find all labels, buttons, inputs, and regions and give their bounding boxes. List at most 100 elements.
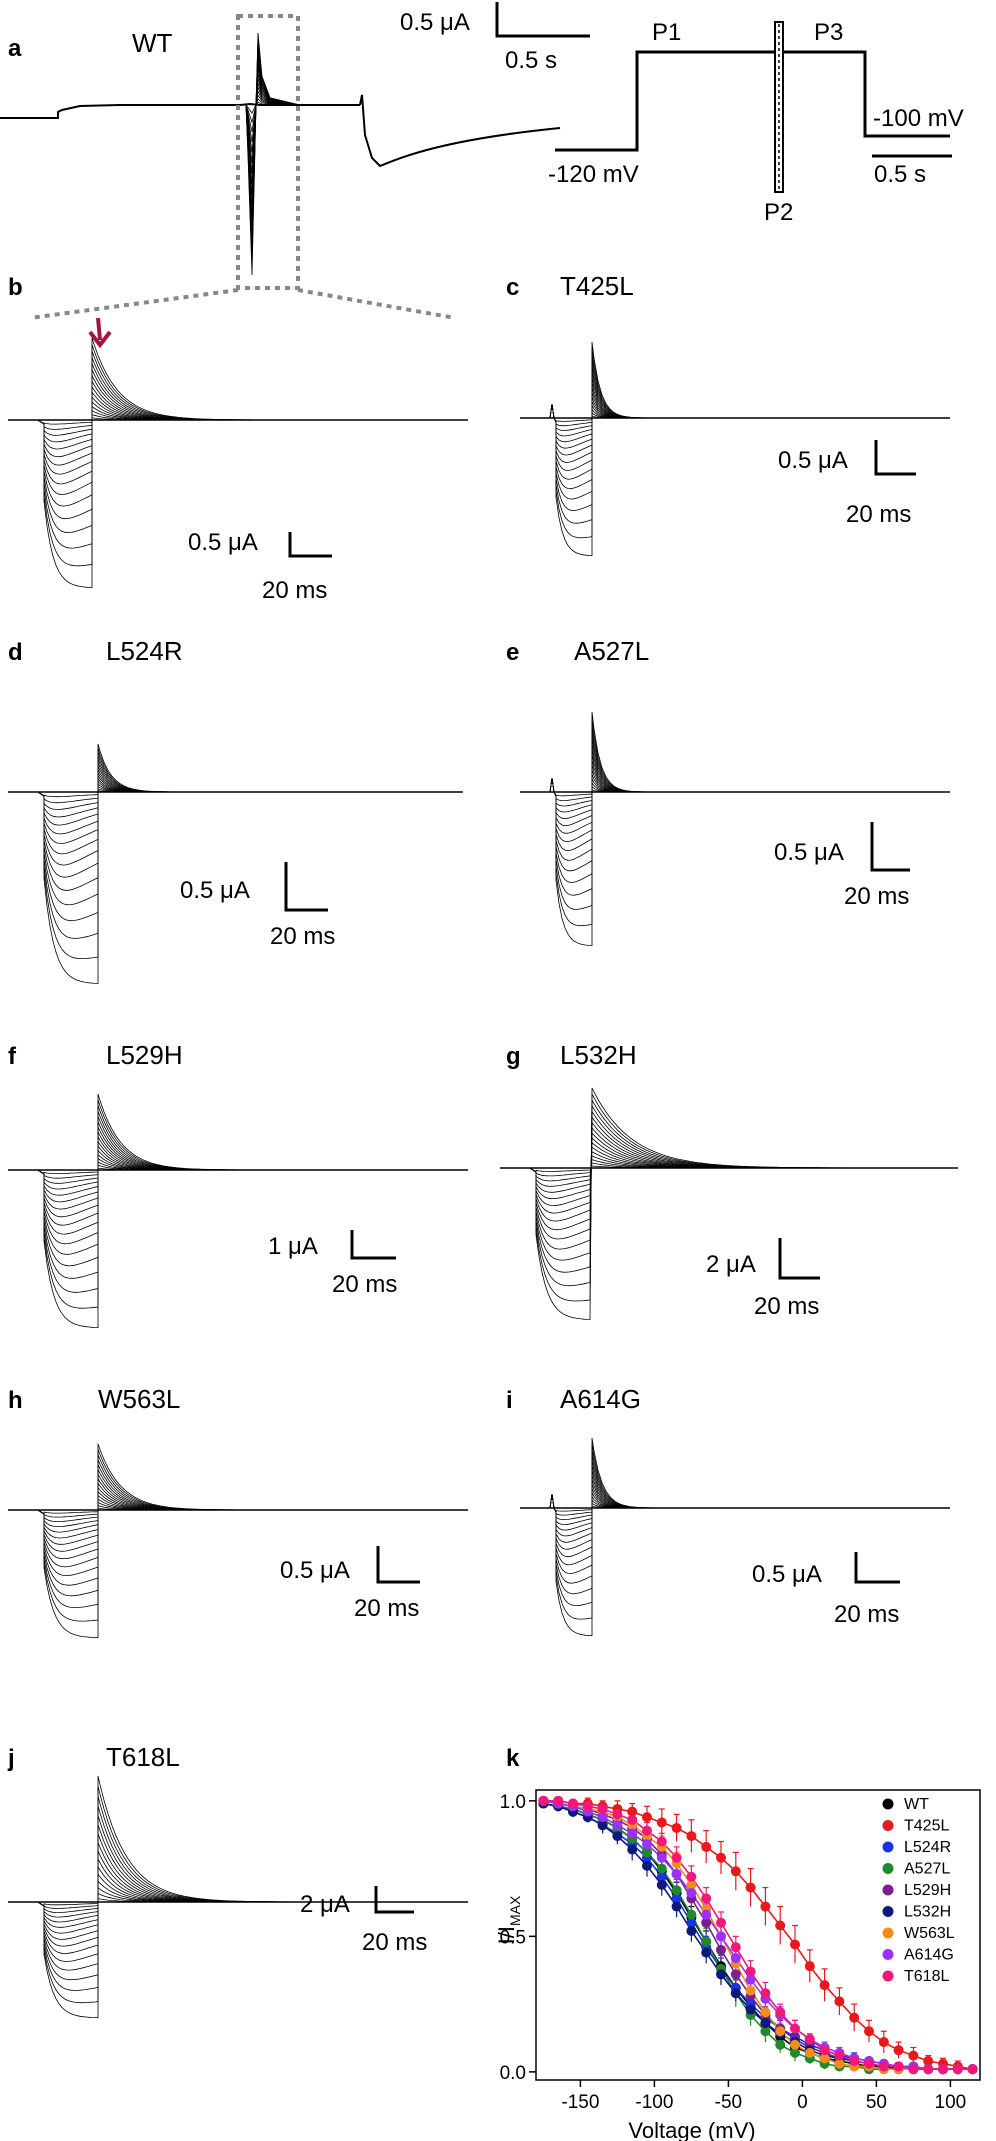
- panel-h-traces: [8, 1443, 468, 1639]
- current-trace: [520, 1474, 950, 1558]
- panel-c: c T425L 0.5 μA 20 ms: [506, 271, 950, 557]
- legend-marker: [882, 1841, 894, 1853]
- data-point-a527l: [642, 1847, 652, 1858]
- current-trace: [500, 1146, 958, 1200]
- current-trace: [500, 1115, 958, 1250]
- current-trace: [8, 390, 466, 466]
- data-point-t618l: [952, 2064, 963, 2075]
- panel-d-scale-bar: [284, 862, 328, 912]
- data-point-t618l: [597, 1803, 608, 1814]
- current-trace: [8, 1775, 468, 2019]
- current-trace: [8, 762, 460, 891]
- data-point-a614g: [656, 1852, 667, 1863]
- current-trace: [8, 774, 460, 844]
- data-point-t425l: [775, 1920, 786, 1931]
- data-point-a527l: [656, 1863, 667, 1874]
- current-trace: [8, 1501, 468, 1522]
- panel-d-current-scale: 0.5 μA: [180, 877, 250, 904]
- data-point-t425l: [716, 1852, 726, 1863]
- data-point-t425l: [627, 1806, 638, 1817]
- panel-i-construct: A614G: [560, 1384, 641, 1414]
- panel-b: b 0.5 μA 20 ms: [8, 274, 468, 604]
- current-trace: [8, 1126, 468, 1245]
- current-trace: [8, 1157, 468, 1190]
- current-trace: [8, 743, 460, 984]
- legend-label: T618L: [904, 1968, 949, 1985]
- data-point-w563l: [804, 2047, 815, 2058]
- current-trace: [8, 1886, 468, 1914]
- data-point-l532h: [597, 1820, 608, 1831]
- x-tick-label: -50: [715, 2092, 742, 2113]
- data-point-l532h: [745, 2004, 756, 2015]
- current-trace: [520, 777, 950, 797]
- current-trace: [520, 1479, 950, 1550]
- data-point-l529h: [730, 1969, 741, 1980]
- current-trace: [8, 417, 466, 425]
- panel-b-current-scale: 0.5 μA: [188, 529, 258, 556]
- panel-c-current-scale: 0.5 μA: [778, 447, 848, 474]
- panel-c-label: c: [506, 274, 519, 301]
- current-trace: [8, 1164, 468, 1179]
- data-point-w563l: [834, 2058, 845, 2069]
- panel-c-time-scale: 20 ms: [846, 501, 911, 528]
- panel-f-scale-bar: [350, 1230, 396, 1260]
- current-trace: [500, 1162, 958, 1177]
- data-point-l532h: [671, 1901, 682, 1912]
- panel-g: g L532H 2 μA 20 ms: [500, 1040, 958, 1320]
- data-point-t618l: [790, 2023, 800, 2034]
- panel-e-traces: [520, 711, 950, 947]
- data-point-t618l: [627, 1814, 638, 1825]
- data-point-t618l: [686, 1871, 697, 1882]
- panel-b-scale-bar: [288, 532, 332, 558]
- data-point-t618l: [775, 2007, 786, 2018]
- wt-zoom-trace: [245, 101, 301, 114]
- data-point-l529h: [701, 1917, 712, 1928]
- panel-a-current-scale: 0.5 μA: [400, 9, 470, 36]
- current-trace: [8, 1473, 468, 1568]
- panel-c-traces: [520, 341, 950, 557]
- current-trace: [8, 1116, 468, 1267]
- current-trace: [8, 363, 466, 520]
- panel-h-time-scale: 20 ms: [354, 1595, 419, 1622]
- current-trace: [8, 1795, 468, 1991]
- panel-j-scale-bar: [374, 1886, 414, 1914]
- voltage-protocol: [555, 50, 950, 152]
- legend-label: W563L: [904, 1925, 955, 1942]
- current-trace: [520, 1454, 950, 1595]
- current-trace: [520, 387, 950, 463]
- current-trace: [520, 724, 950, 910]
- plot-frame: [535, 1789, 981, 2081]
- p2-pulse: [774, 21, 784, 193]
- y-tick-label: 1.0: [500, 1792, 526, 1813]
- data-point-t425l: [671, 1822, 682, 1833]
- panel-j-traces: [8, 1775, 468, 2019]
- panel-a-label: a: [8, 35, 22, 62]
- panel-j-construct: T618L: [106, 1742, 180, 1772]
- current-trace: [8, 405, 466, 443]
- current-trace: [520, 1492, 950, 1531]
- panel-c-construct: T425L: [560, 271, 634, 301]
- current-trace: [8, 1153, 468, 1196]
- panel-h-scale-bar: [376, 1546, 420, 1584]
- wt-trace-tail: [359, 94, 561, 168]
- panel-i-time-scale: 20 ms: [834, 1601, 899, 1628]
- data-point-t618l: [908, 2064, 919, 2075]
- panel-f-time-scale: 20 ms: [332, 1271, 397, 1298]
- legend-label: T425L: [904, 1818, 949, 1835]
- data-point-t618l: [553, 1795, 564, 1806]
- data-point-t618l: [642, 1825, 652, 1836]
- data-point-a527l: [686, 1909, 697, 1920]
- panel-h-current-scale: 0.5 μA: [280, 1557, 350, 1584]
- zoom-box: [236, 14, 300, 290]
- current-trace: [520, 1488, 950, 1537]
- current-trace: [8, 1099, 468, 1309]
- data-point-t618l: [819, 2045, 830, 2056]
- data-point-l524r: [656, 1871, 667, 1882]
- data-point-t425l: [804, 1961, 815, 1972]
- panel-j: j T618L 2 μA 20 ms: [7, 1742, 468, 2019]
- panel-f-traces: [8, 1093, 468, 1329]
- data-point-t618l: [938, 2064, 948, 2075]
- panel-a: a WT 0.5 μA 0.5 s P1 P3 P2 -120 mV -100 …: [0, 2, 964, 320]
- data-point-t425l: [642, 1812, 652, 1823]
- data-point-t618l: [864, 2058, 874, 2069]
